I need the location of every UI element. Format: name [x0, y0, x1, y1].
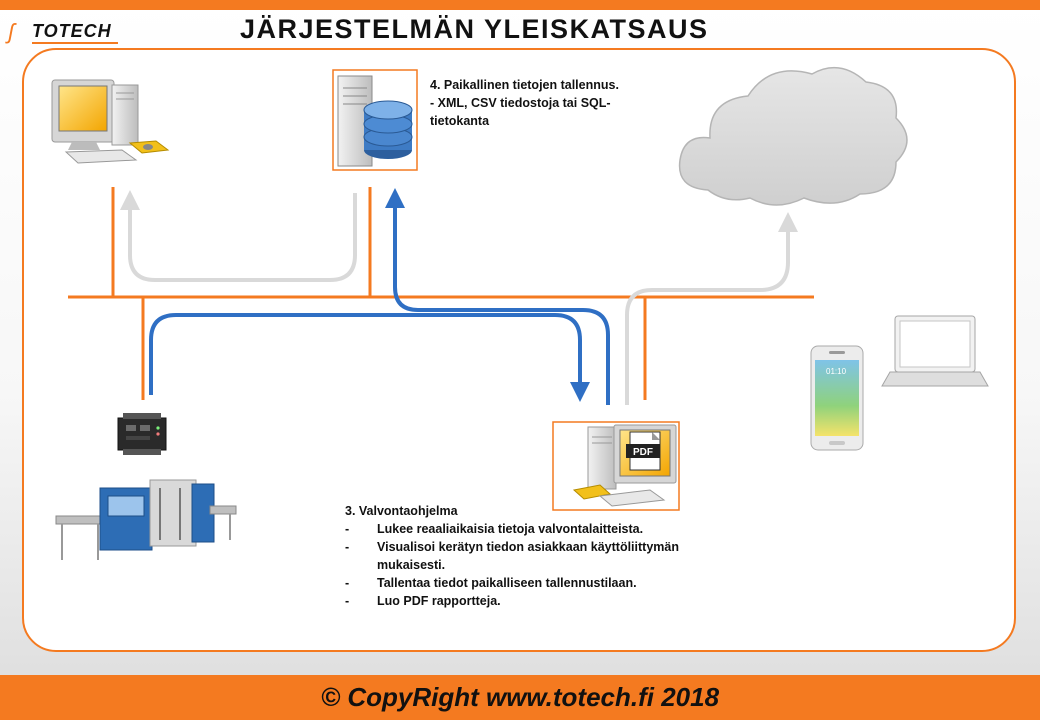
storage-note-heading: 4. Paikallinen tietojen tallennus. — [430, 78, 619, 92]
page-title: JÄRJESTELMÄN YLEISKATSAUS — [240, 14, 709, 44]
monitoring-note-heading: 3. Valvontaohjelma — [345, 504, 458, 518]
storage-note-line1: - XML, CSV tiedostoja tai SQL- — [430, 96, 611, 110]
network-bus — [68, 187, 814, 400]
pdf-label: PDF — [633, 447, 653, 458]
list-item: -Visualisoi kerätyn tiedon asiakkaan käy… — [345, 540, 679, 572]
database-server-icon — [332, 69, 418, 171]
plc-controller-icon — [117, 413, 167, 455]
storage-note-line2: tietokanta — [430, 114, 490, 128]
top-accent-strip — [0, 0, 1040, 10]
smartphone-icon — [810, 345, 864, 451]
list-item: -Luo PDF rapportteja. — [345, 594, 501, 608]
storage-note: 4. Paikallinen tietojen tallennus. - XML… — [430, 76, 660, 130]
flow-arrow-plc-to-monitor — [149, 313, 590, 402]
logo-swoosh-icon: ʃ — [8, 19, 15, 44]
laptop-icon — [881, 315, 989, 387]
production-machine-icon — [55, 479, 237, 560]
monitoring-note-list: -Lukee reaaliaikaisia tietoja valvontala… — [345, 520, 705, 610]
flow-arrow-monitor-to-cloud — [625, 212, 798, 405]
flow-arrow-monitor-to-storage — [385, 188, 610, 405]
footer-bar — [0, 675, 1040, 720]
list-item: -Tallentaa tiedot paikalliseen tallennus… — [345, 576, 637, 590]
list-item: -Lukee reaaliaikaisia tietoja valvontala… — [345, 522, 644, 536]
logo-text: TOTECH — [32, 21, 118, 44]
phone-time: 01:10 — [826, 367, 847, 376]
monitoring-note: 3. Valvontaohjelma -Lukee reaaliaikaisia… — [345, 502, 705, 610]
monitoring-workstation-icon — [552, 421, 680, 511]
copyright-text: © CopyRight www.totech.fi 2018 — [320, 682, 720, 712]
totech-logo: ʃ TOTECH — [8, 17, 138, 47]
cloud-icon — [678, 66, 908, 206]
flow-arrow-pc-to-server — [120, 190, 357, 282]
workstation-icon — [51, 79, 170, 164]
